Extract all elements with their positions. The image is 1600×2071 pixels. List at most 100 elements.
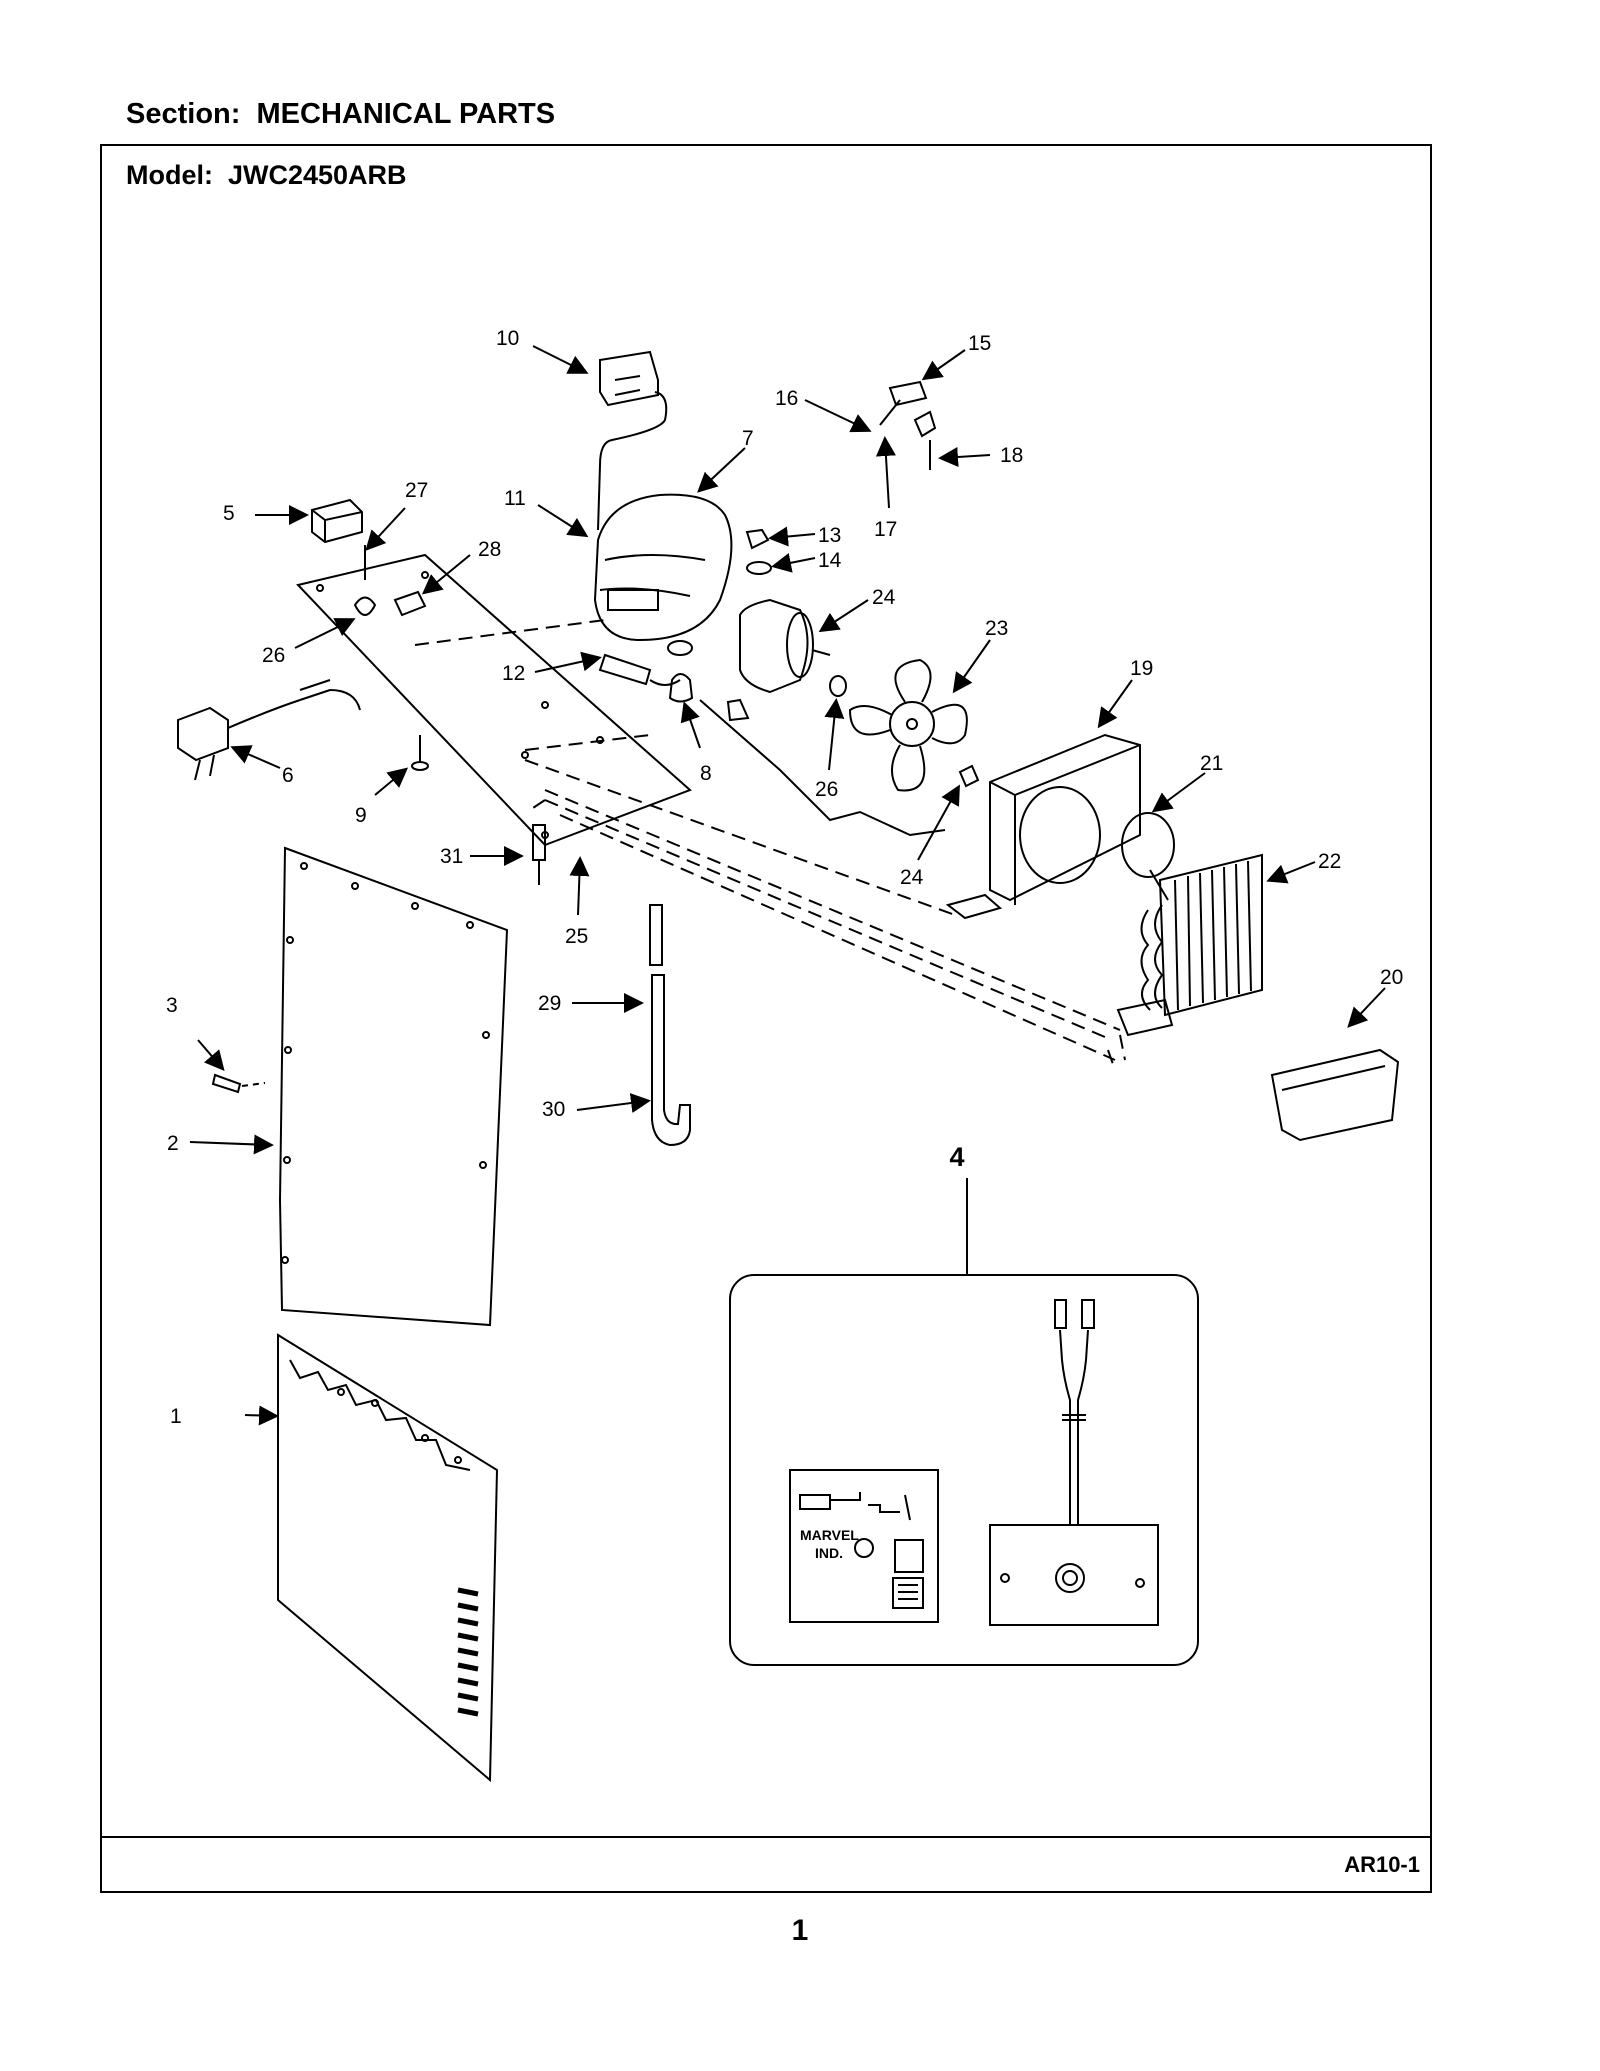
page-number: 1 xyxy=(791,1914,809,1947)
fan-blade-part xyxy=(848,658,968,792)
footer-divider xyxy=(100,1836,1432,1838)
callout-15: 15 xyxy=(968,332,991,355)
callout-16: 16 xyxy=(775,387,798,410)
callout-27: 27 xyxy=(405,479,428,502)
callout-30: 30 xyxy=(542,1098,565,1121)
callout-arrow-26a xyxy=(294,618,356,649)
callout-2: 2 xyxy=(167,1132,179,1155)
control-board-brand-line2: IND. xyxy=(815,1545,843,1561)
callout-5: 5 xyxy=(223,502,235,525)
relay-box-part xyxy=(311,498,363,544)
overload-protector-part xyxy=(597,350,668,531)
callout-arrow-10 xyxy=(532,345,589,374)
callout-11: 11 xyxy=(504,487,526,510)
callout-arrow-24a xyxy=(818,599,869,633)
callout-arrow-22 xyxy=(1266,861,1316,884)
callout-29: 29 xyxy=(538,992,561,1015)
callout-24-fan-motor: 24 xyxy=(872,586,896,609)
washer-part xyxy=(746,561,772,575)
drain-tube-part xyxy=(649,904,691,1147)
callout-arrow-17 xyxy=(875,436,896,509)
callout-arrow-3 xyxy=(197,1039,225,1072)
condenser-coil-part xyxy=(1116,853,1263,1037)
bolt-part xyxy=(411,735,429,771)
rear-panel-part xyxy=(278,846,509,1327)
wire-path xyxy=(699,699,946,837)
assembly-dashed-lines xyxy=(414,619,1126,1071)
page-code: AR10-1 xyxy=(1344,1852,1420,1877)
capacitor-part xyxy=(598,653,681,686)
callout-arrow-6 xyxy=(230,745,281,769)
callout-arrow-1 xyxy=(244,1405,279,1426)
control-board-brand: MARVEL xyxy=(800,1527,859,1543)
base-plate-part xyxy=(296,553,692,847)
callout-20: 20 xyxy=(1380,966,1403,989)
thermostat-part xyxy=(879,380,937,470)
fan-motor-part xyxy=(726,598,831,722)
drain-pan-part xyxy=(1270,1048,1400,1142)
callout-arrow-8 xyxy=(680,701,701,749)
clamp-part xyxy=(353,545,427,617)
callout-arrow-13 xyxy=(768,526,816,547)
callout-23: 23 xyxy=(985,617,1008,640)
callout-arrow-16 xyxy=(804,399,872,433)
sensor-harness-part xyxy=(989,1299,1159,1626)
callout-arrow-14 xyxy=(771,553,816,573)
detail-inset-box xyxy=(729,1274,1199,1666)
callout-arrow-19 xyxy=(1097,679,1133,729)
callout-arrow-24b xyxy=(917,784,960,861)
model-title: Model: JWC2450ARB xyxy=(126,160,407,190)
callout-arrow-23 xyxy=(952,639,991,694)
callout-7: 7 xyxy=(742,427,754,450)
callout-22: 22 xyxy=(1318,850,1341,873)
callout-arrow-9 xyxy=(374,767,409,796)
callout-17: 17 xyxy=(874,518,897,541)
nut-part xyxy=(745,528,770,550)
callout-arrow-2 xyxy=(189,1134,274,1155)
callout-arrow-25 xyxy=(569,856,590,916)
callout-31: 31 xyxy=(440,845,463,868)
callout-arrow-26b xyxy=(824,698,845,771)
callout-arrow-12 xyxy=(534,651,602,673)
callout-10: 10 xyxy=(496,327,519,350)
callout-4: 4 xyxy=(949,1142,964,1172)
callout-arrow-30 xyxy=(576,1093,651,1113)
power-plug-part xyxy=(177,679,361,781)
callout-arrow-28 xyxy=(421,554,471,595)
callout-arrow-21 xyxy=(1151,772,1206,813)
callout-arrow-15 xyxy=(921,349,966,381)
callout-arrow-20 xyxy=(1347,987,1386,1028)
lower-access-panel-part xyxy=(277,1333,499,1783)
control-board-part xyxy=(789,1469,939,1623)
callout-9: 9 xyxy=(355,804,367,827)
drawing-frame xyxy=(100,144,1432,1893)
spacer-part xyxy=(829,675,847,697)
callout-14: 14 xyxy=(818,549,842,572)
section-title: Section: MECHANICAL PARTS xyxy=(126,98,556,130)
screw-part xyxy=(211,1073,266,1094)
callout-1: 1 xyxy=(170,1405,182,1428)
callout-25: 25 xyxy=(565,925,588,948)
tube-coil-part xyxy=(1121,812,1175,901)
callout-28: 28 xyxy=(478,538,501,561)
callout-arrow-11 xyxy=(537,504,589,538)
callout-6: 6 xyxy=(282,764,294,787)
callout-12: 12 xyxy=(502,662,525,685)
callout-19: 19 xyxy=(1130,657,1153,680)
callout-18: 18 xyxy=(1000,444,1023,467)
callout-13: 13 xyxy=(818,524,841,547)
callout-arrow-18 xyxy=(938,447,991,467)
callout-8: 8 xyxy=(700,762,712,785)
callout-26-spacer: 26 xyxy=(815,778,838,801)
rubber-grommet-part xyxy=(668,673,694,703)
callout-24-clip: 24 xyxy=(900,866,924,889)
callout-26-plate: 26 xyxy=(262,644,285,667)
grommet-part xyxy=(532,824,546,885)
callout-21: 21 xyxy=(1200,752,1223,775)
compressor-part xyxy=(593,493,733,656)
callout-arrow-27 xyxy=(365,507,406,551)
condenser-shroud-part xyxy=(945,733,1141,920)
callout-arrow-7 xyxy=(697,447,746,493)
callout-3: 3 xyxy=(166,994,178,1017)
